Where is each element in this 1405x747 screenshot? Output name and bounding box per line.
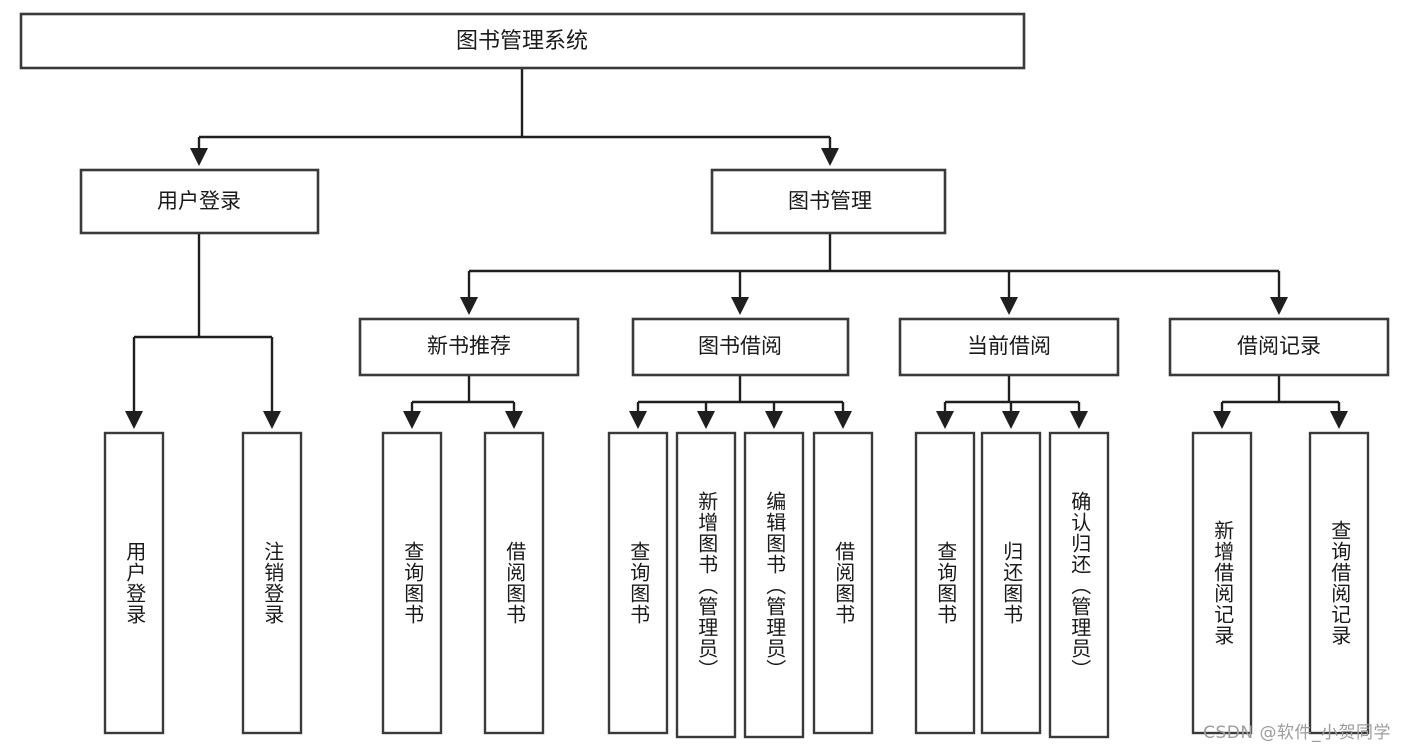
leaf-box-book-borrow-4[interactable] (812, 431, 874, 735)
leaf-box-user-login-2[interactable] (241, 431, 303, 735)
node-root-box[interactable] (19, 12, 1026, 70)
node-book-manage-box[interactable] (710, 168, 947, 235)
leaf-box-new-book-2[interactable] (483, 431, 545, 735)
node-book-borrow-label: 图书借阅 (698, 334, 782, 358)
node-root-label: 图书管理系统 (456, 29, 588, 54)
node-book-borrow-box[interactable] (631, 317, 850, 377)
leaf-box-current-borrow-1[interactable] (914, 431, 976, 735)
node-current-borrow[interactable]: 当前借阅 (898, 317, 1120, 377)
node-user-login-box[interactable] (79, 168, 320, 235)
node-user-login[interactable]: 用户登录 (79, 168, 320, 235)
node-current-borrow-box[interactable] (898, 317, 1120, 377)
node-user-login-label: 用户登录 (157, 189, 241, 213)
node-book-borrow[interactable]: 图书借阅 (631, 317, 850, 377)
node-borrow-record-box[interactable] (1168, 317, 1390, 377)
leaf-box-new-book-1[interactable] (381, 431, 443, 735)
node-current-borrow-label: 当前借阅 (967, 334, 1051, 358)
leaf-box-borrow-record-1[interactable] (1191, 431, 1253, 735)
leaf-box-borrow-record-2[interactable] (1308, 431, 1370, 735)
leaf-box-book-borrow-1[interactable] (607, 431, 669, 735)
node-borrow-record[interactable]: 借阅记录 (1168, 317, 1390, 377)
node-book-manage-label: 图书管理 (788, 189, 872, 213)
node-new-book-recommend-box[interactable] (358, 317, 580, 377)
leaf-box-current-borrow-3[interactable] (1048, 431, 1110, 739)
node-borrow-record-label: 借阅记录 (1237, 334, 1321, 358)
node-new-book-recommend-label: 新书推荐 (427, 334, 511, 358)
node-book-manage[interactable]: 图书管理 (710, 168, 947, 235)
leaf-box-current-borrow-2[interactable] (980, 431, 1042, 735)
leaf-box-book-borrow-2[interactable] (675, 431, 737, 739)
node-root[interactable]: 图书管理系统 (19, 12, 1026, 70)
leaf-box-book-borrow-3[interactable] (743, 431, 805, 739)
csdn-watermark: CSDN @软件_小贺同学 (1203, 723, 1391, 743)
leaf-box-user-login-1[interactable] (103, 431, 165, 735)
node-new-book-recommend[interactable]: 新书推荐 (358, 317, 580, 377)
connector-group (125, 68, 1348, 429)
